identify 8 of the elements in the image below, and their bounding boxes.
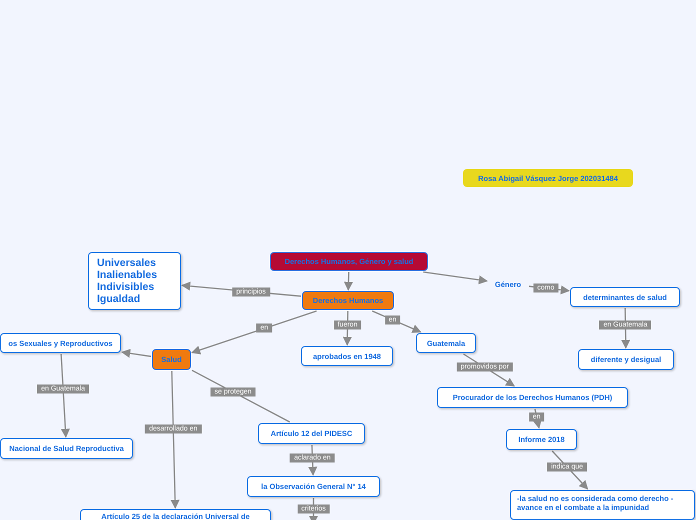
arrow <box>532 408 542 429</box>
arrow <box>344 272 354 291</box>
arrow <box>170 370 180 509</box>
principles-box: Universales Inalienables Indivisibles Igualdad <box>88 252 181 310</box>
arrow <box>121 348 152 358</box>
arrow <box>191 310 317 354</box>
arrow <box>423 271 488 284</box>
arrow <box>60 354 70 438</box>
